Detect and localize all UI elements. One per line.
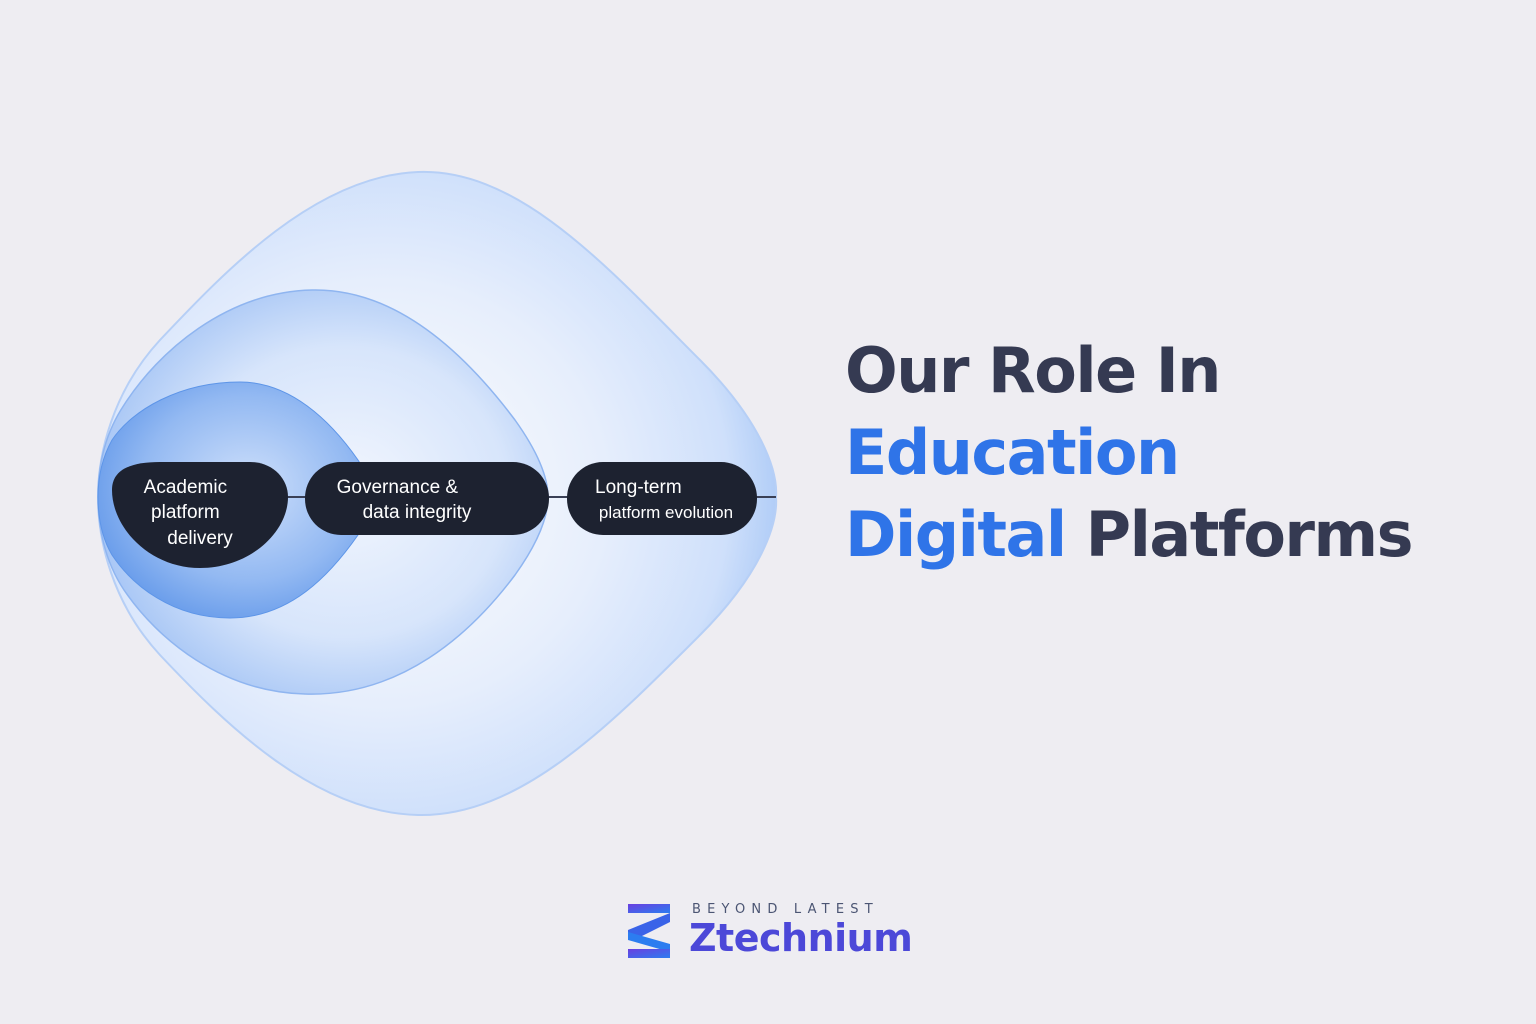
svg-text:Academic platform: Academic platform delivery [144,477,234,549]
ztechnium-logo-icon [628,904,670,958]
pill-label-line: data integrity [363,502,472,523]
headline-line-2: Education [845,416,1180,489]
brand-name: Ztechnium [689,916,913,960]
pill-label-line: platform [151,502,220,523]
page-headline: Our Role In Education Digital Platforms [845,330,1414,576]
pill-label-line: Academic [144,477,227,498]
pill-shape [112,462,288,568]
layer-pill-long-term: Long-term platform evolution [567,462,757,535]
layer-pill-governance: Governance & data integrity [305,462,549,535]
svg-text:Long-term platform evolu: Long-term platform evolution [595,477,733,522]
pill-label-line: Long-term [595,477,682,498]
headline-line-3-accent: Digital [845,498,1067,571]
pill-label-line: platform evolution [599,503,733,522]
layer-pill-academic: Academic platform delivery [112,462,288,568]
pill-shape [305,462,549,535]
headline-line-1: Our Role In [845,334,1221,407]
brand-tagline: BEYOND LATEST [692,902,879,917]
svg-text:Governance & data integr: Governance & data integrity [337,477,472,523]
brand-lockup: BEYOND LATEST Ztechnium [628,900,928,964]
headline-line-3-rest: Platforms [1085,498,1414,571]
pill-label-line: Governance & [337,477,459,498]
pill-label-line: delivery [167,528,233,549]
pill-shape [567,462,757,535]
